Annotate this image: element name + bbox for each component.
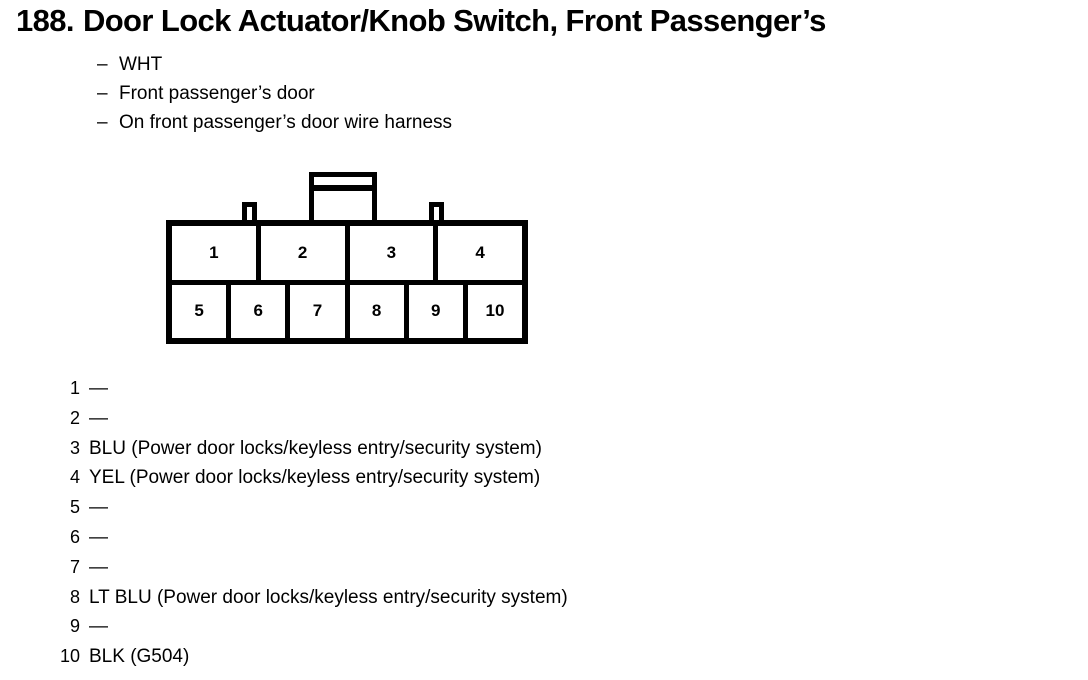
connector-pin-cell: 4: [438, 226, 522, 280]
connector-pin-cell: 9: [408, 284, 468, 338]
pin-legend-description: LT BLU (Power door locks/keyless entry/s…: [89, 586, 568, 608]
pin-legend-row: 8 LT BLU (Power door locks/keyless entry…: [55, 587, 955, 617]
pin-legend-row: 3 BLU (Power door locks/keyless entry/se…: [55, 438, 955, 468]
page-title-text: Door Lock Actuator/Knob Switch, Front Pa…: [82, 3, 826, 38]
pin-legend-row: 10 BLK (G504): [55, 646, 955, 676]
dash-bullet-icon: –: [97, 112, 108, 133]
connector-pin-row-top: 1 2 3 4: [172, 226, 522, 285]
pin-legend-description: —: [89, 407, 108, 429]
attribute-item: – On front passenger’s door wire harness: [97, 108, 797, 137]
attribute-list: – WHT – Front passenger’s door – On fron…: [97, 50, 797, 137]
dash-bullet-icon: –: [97, 83, 108, 104]
page-title-number: 188.: [16, 3, 75, 38]
connector-body: 1 2 3 4 5 6 7 8 9 10: [166, 220, 528, 344]
attribute-item-label: On front passenger’s door wire harness: [119, 112, 453, 133]
page-title: 188.Door Lock Actuator/Knob Switch, Fron…: [16, 2, 826, 40]
attribute-item: – WHT: [97, 50, 797, 79]
connector-latch-icon: [309, 172, 377, 222]
pin-legend-row: 5 —: [55, 497, 955, 527]
pin-legend-description: BLU (Power door locks/keyless entry/secu…: [89, 437, 542, 459]
pin-legend-description: BLK (G504): [89, 646, 190, 668]
pin-legend-number: 3: [69, 437, 80, 458]
pin-legend-row: 7 —: [55, 557, 955, 587]
pin-legend-description: —: [89, 556, 108, 578]
pin-legend-row: 9 —: [55, 616, 955, 646]
pin-legend-description: —: [89, 526, 108, 548]
connector-latch-bar: [314, 185, 372, 191]
connector-pin-row-bottom: 5 6 7 8 9 10: [172, 284, 523, 338]
pin-legend-number: 4: [69, 467, 80, 488]
connector-tab-right-icon: [429, 202, 444, 223]
pin-legend-description: —: [89, 497, 108, 519]
pin-legend-description: —: [89, 616, 108, 638]
connector-pin-cell: 1: [172, 226, 261, 280]
pin-legend-row: 2 —: [55, 408, 955, 438]
pin-legend-description: YEL (Power door locks/keyless entry/secu…: [89, 467, 541, 489]
pin-legend-number: 8: [69, 586, 80, 607]
pin-legend-number: 2: [69, 407, 80, 428]
connector-pin-cell: 10: [467, 284, 523, 338]
pin-legend-row: 1 —: [55, 378, 955, 408]
connector-pin-cell: 8: [349, 284, 409, 338]
pin-legend-number: 7: [69, 556, 80, 577]
pin-legend-number: 9: [69, 616, 80, 637]
connector-tab-left-icon: [242, 202, 257, 223]
pin-legend-number: 6: [69, 526, 80, 547]
connector-pin-cell: 3: [349, 226, 439, 280]
connector-diagram: 1 2 3 4 5 6 7 8 9 10: [166, 172, 530, 344]
pin-legend-description: —: [89, 378, 108, 399]
attribute-item-label: Front passenger’s door: [119, 83, 315, 104]
attribute-item-label: WHT: [119, 54, 163, 75]
pin-legend-number: 1: [69, 378, 80, 398]
pin-legend-row: 4 YEL (Power door locks/keyless entry/se…: [55, 467, 955, 497]
attribute-item: – Front passenger’s door: [97, 79, 797, 108]
connector-pin-cell: 5: [172, 284, 232, 338]
dash-bullet-icon: –: [97, 54, 108, 75]
pin-legend: 1 — 2 — 3 BLU (Power door locks/keyless …: [55, 378, 955, 676]
pin-legend-row: 6 —: [55, 527, 955, 557]
pin-legend-number: 5: [69, 497, 80, 518]
connector-pin-cell: 6: [231, 284, 291, 338]
pin-legend-number: 10: [59, 646, 80, 667]
connector-pin-cell: 7: [290, 284, 350, 338]
connector-pin-cell: 2: [260, 226, 350, 280]
